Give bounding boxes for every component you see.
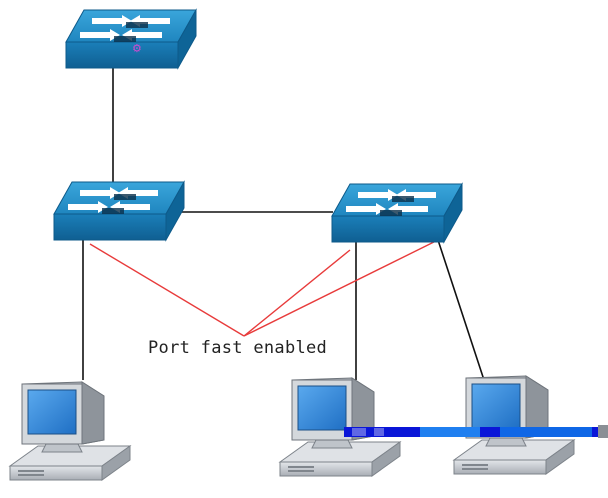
access-switch-right-icon	[331, 183, 463, 243]
callout-line-right	[243, 237, 443, 337]
pc-left-icon	[9, 381, 131, 481]
pc-right-icon	[453, 375, 575, 475]
core-switch-icon: ⚙	[65, 9, 197, 69]
callout-line-middle	[243, 249, 351, 337]
access-links	[82, 239, 485, 381]
access-switch-left-icon	[53, 181, 185, 241]
portfast-annotation: Port fast enabled	[148, 338, 328, 358]
portfast-callout-lines	[89, 237, 443, 337]
link-right-switch-to-pc-right	[437, 239, 485, 381]
svg-text:⚙: ⚙	[132, 42, 142, 55]
render-artifact-strip	[344, 425, 608, 438]
callout-line-left	[89, 243, 245, 337]
trunk-links	[112, 68, 333, 213]
